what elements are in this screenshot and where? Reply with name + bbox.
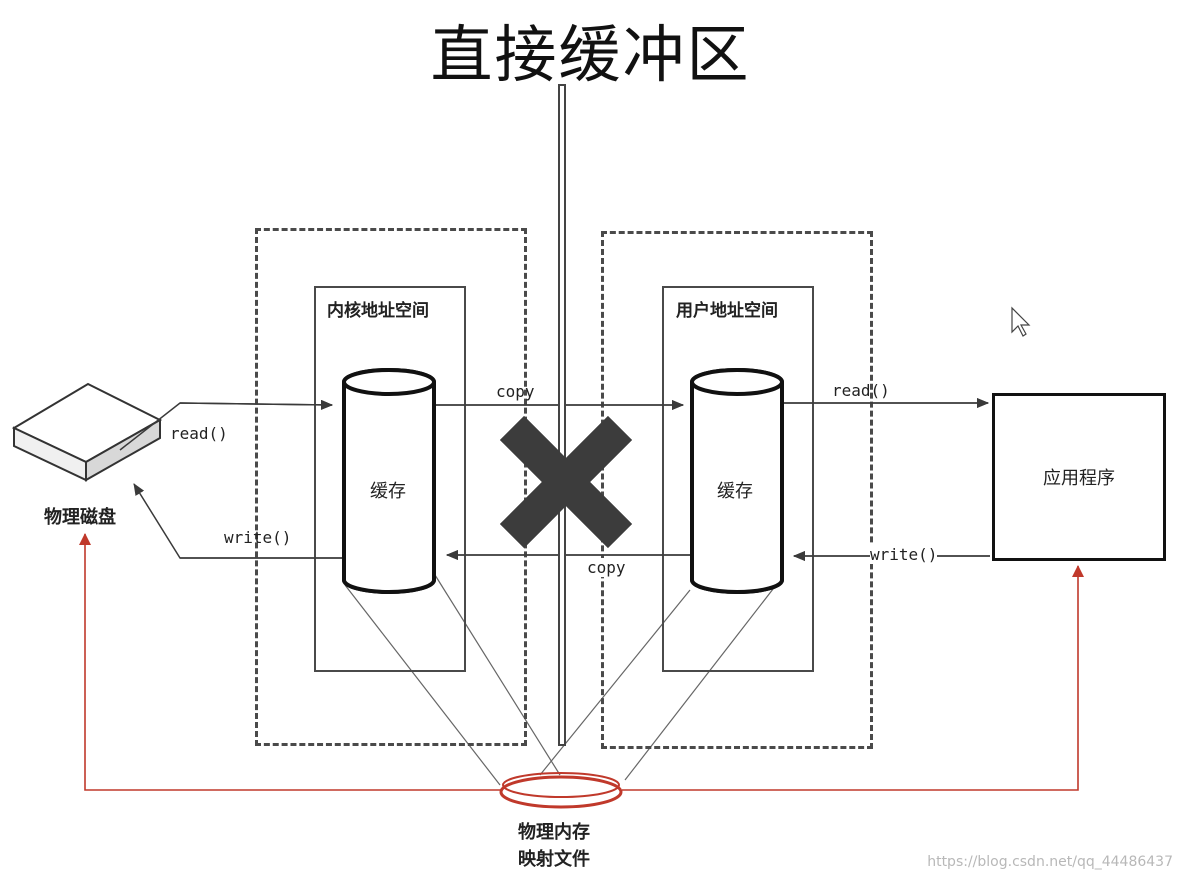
disk-write-label: write() — [224, 528, 292, 547]
kernel-cache-label: 缓存 — [370, 481, 406, 502]
user-region — [601, 231, 873, 749]
disk-read-label: read() — [170, 424, 228, 443]
copy-to-user-label: copy — [496, 382, 535, 401]
kernel-space-box — [314, 286, 466, 672]
mapped-memory-label-2: 映射文件 — [518, 849, 590, 870]
disk-icon — [11, 382, 163, 482]
mapped-memory-ring — [499, 772, 623, 809]
mouse-cursor-icon — [1011, 306, 1031, 337]
watermark-text: https://blog.csdn.net/qq_44486437 — [927, 854, 1173, 870]
disk-label: 物理磁盘 — [44, 507, 116, 528]
kernel-region — [255, 228, 527, 746]
diagram-title: 直接缓冲区 — [430, 18, 751, 91]
link-to-app — [622, 565, 1084, 791]
application-box: 应用程序 — [992, 393, 1166, 561]
mapped-memory-links — [79, 533, 1084, 791]
application-label: 应用程序 — [1043, 468, 1115, 489]
user-space-box — [662, 286, 814, 672]
copy-to-kernel-label: copy — [587, 558, 626, 577]
app-read-label: read() — [832, 381, 890, 400]
user-space-label: 用户地址空间 — [676, 301, 778, 321]
link-to-disk — [79, 533, 502, 791]
app-write-label: write() — [870, 545, 938, 564]
user-cache-label: 缓存 — [717, 481, 753, 502]
mapped-memory-label-1: 物理内存 — [518, 822, 590, 843]
kernel-space-label: 内核地址空间 — [327, 301, 429, 321]
